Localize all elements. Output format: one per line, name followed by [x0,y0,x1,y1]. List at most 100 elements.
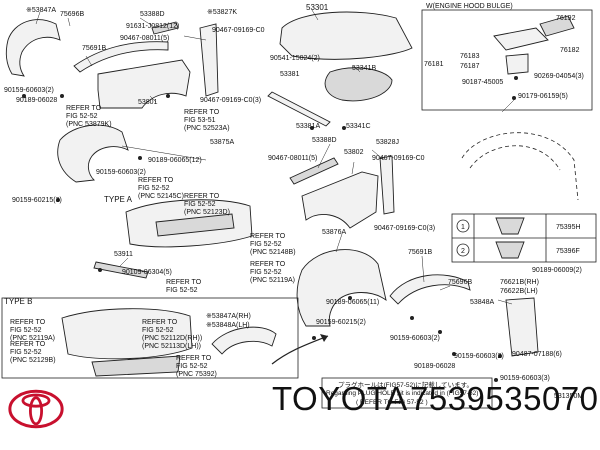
label-90269: 90269-04054(3) [534,73,584,80]
hood-bulge-bracket [505,53,529,75]
plug-hole-note-box [321,377,493,409]
label-53301: 53301 [306,3,329,12]
brand-footer: TOYOTA 7539535070 [0,370,600,450]
label-91631: 91631-J0812(12) [126,23,179,30]
label-90189-top-left: 90189-06028 [16,97,57,104]
label-90159-60215-2: 90159-60215(2) [316,319,366,326]
label-76181: 76181 [424,61,444,68]
engine-hood [279,11,413,60]
type-b-arrow [271,335,329,365]
label-53801: 53801 [138,99,158,106]
label-type-b: TYPE B [4,297,32,306]
bumper-grille-type-a [155,213,235,237]
label-90189-mid: 90189-06065(12) [148,157,202,164]
label-90159-60215-left: 90159-60215(3) [12,197,62,204]
label-53875a: 53875A [210,139,234,146]
label-53828j: 53828J [376,139,399,146]
hood-bulge-panel [493,27,549,51]
part-labels: ※53847A 75696B 53388D 91631-J0812(12) ※5… [4,3,584,406]
label-table-1: 1 [461,224,465,231]
grille-strip [93,261,149,279]
label-76192: 76192 [556,15,576,22]
label-90109: 90109-06304(5) [122,269,172,276]
fender-bracket-right [379,155,395,215]
label-90467-top-2: 90467-09169-C0 [212,27,265,34]
plug-hole-note: プラグホールは(FIG57-52)に記載しています。 Regarding PLU… [326,380,480,406]
type-b-box [1,297,299,379]
label-90467-mid-3: 90467-09169-C0(3) [374,225,435,232]
label-53381a: 53381A [296,123,320,130]
label-76187: 76187 [460,63,480,70]
circle-2-icon [456,243,470,257]
fastener-markers [22,76,518,382]
label-90189-06009: 90189-06009(2) [532,267,582,274]
label-75696b-top: 75696B [60,11,84,18]
label-76183: 76183 [460,53,480,60]
label-90187: 90187-45005 [462,79,503,86]
fender-mid-strip [289,157,339,185]
hood-bulge-cover [539,15,575,37]
toyota-logo-icon [8,389,64,429]
fender-bracket-top [199,23,219,97]
fender-seal-strip [73,41,169,73]
label-76622b-lh: 76622B(LH) [500,288,538,295]
label-76621b-rh: 76621B(RH) [500,279,539,286]
bumper-lower-type-b [91,355,181,377]
label-table-2: 2 [461,248,465,255]
label-90467-top-3: 90467-09169-C0(3) [200,97,261,104]
label-90159-60603-b3: 90159-60603(3) [500,375,550,382]
label-53802: 53802 [344,149,364,156]
label-75691b-mid: 75691B [408,249,432,256]
label-53341c: 53341C [346,123,371,130]
label-53848a-right: 53848A [470,299,494,306]
label-90467-mid-2: 90467-09169-C0 [372,155,425,162]
fender-flare-type-b [211,326,277,355]
label-90467-top-1: 90467-08011(5) [120,35,169,42]
label-53341b: 53341B [352,65,376,72]
fender-liner-right [296,249,387,327]
label-53388d-mid: 53388D [312,137,337,144]
label-90487: 90487-07188(6) [512,351,562,358]
type-b-arrow-head [320,334,328,342]
fender-top-strip [151,21,179,35]
label-type-a: TYPE A [104,195,133,204]
label-53827k: ※53827K [207,9,237,16]
label-75396f: 75396F [556,248,580,255]
wheel-arch-moulding-right [389,274,471,305]
circle-1-icon [456,219,470,233]
label-90159-60603-b2: 90159-60603(2) [454,353,504,360]
label-53388d-top: 53388D [140,11,165,18]
fender-liner-left [57,124,129,183]
part-number: 7539535070 [410,380,599,417]
label-53847a-rh: ※53847A(RH) [206,313,251,320]
hood-seal [267,91,331,127]
label-53876a: 53876A [322,229,346,236]
front-bumper-type-b [61,308,193,360]
label-53911: 53911 [114,251,133,258]
hood-insulator [324,67,393,102]
wheel-arch-outline [461,132,579,201]
label-53847a: ※53847A [26,7,56,14]
fender-liner-top-left [5,19,61,77]
engine-hood-bulge-box [421,9,593,111]
label-75696b-mid: 75696B [448,279,472,286]
label-90467-mid-1: 90467-08011(5) [268,155,317,162]
label-90189-06065-11: 90189-06065(11) [326,299,379,306]
diagram-code: 531350M [554,393,583,400]
label-90179: 90179-06159(5) [518,93,568,100]
label-90159-mid: 90159-60603(2) [96,169,146,176]
label-75691b-top: 75691B [82,45,106,52]
label-75395h: 75395H [556,224,581,231]
label-53381: 53381 [280,71,300,78]
